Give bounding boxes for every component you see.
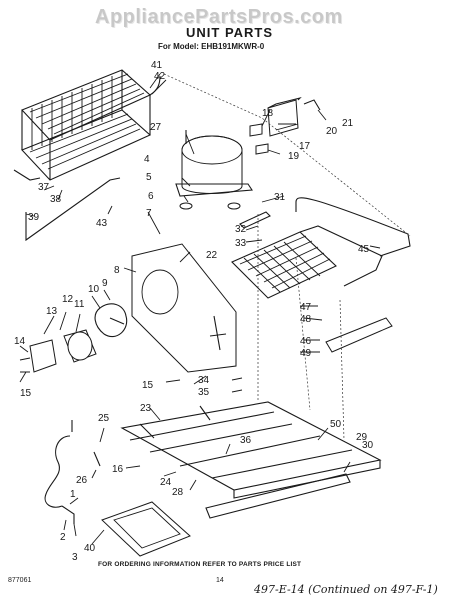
callout-41: 41 <box>151 60 163 71</box>
callout-22: 22 <box>206 250 218 261</box>
callout-29: 29 <box>356 432 368 443</box>
relay-assembly <box>249 96 321 155</box>
callout-20: 20 <box>326 126 338 137</box>
callout-23: 23 <box>140 403 152 414</box>
callout-19: 19 <box>288 151 300 162</box>
callout-16: 16 <box>112 464 124 475</box>
callout-48: 48 <box>300 314 312 325</box>
callout-4: 4 <box>144 154 150 165</box>
callout-2: 2 <box>60 532 66 543</box>
callout-45: 45 <box>358 244 370 255</box>
compressor <box>175 130 253 210</box>
mounting-bracket <box>325 317 393 353</box>
callout-21: 21 <box>342 118 354 129</box>
base-frame <box>120 401 382 519</box>
callout-14: 14 <box>14 336 26 347</box>
callout-33: 33 <box>235 238 247 249</box>
callout-49: 49 <box>300 348 312 359</box>
callout-15b: 15 <box>142 380 154 391</box>
model-line: For Model: EHB191MKWR-0 <box>158 42 265 51</box>
diagram-title: UNIT PARTS <box>186 25 274 40</box>
callout-31: 31 <box>274 192 286 203</box>
callout-43: 43 <box>96 218 108 229</box>
callout-28: 28 <box>172 487 184 498</box>
callout-26: 26 <box>76 475 88 486</box>
callout-27: 27 <box>150 122 162 133</box>
callout-9: 9 <box>102 278 108 289</box>
callout-6: 6 <box>148 191 154 202</box>
handwritten-note: 497-E-14 (Continued on 497-F-1) <box>254 583 438 596</box>
callout-labels: 41 42 27 4 5 6 7 18 17 19 20 21 31 32 33… <box>14 60 374 563</box>
callout-25: 25 <box>98 413 110 424</box>
callout-36: 36 <box>240 435 252 446</box>
leader-lines <box>19 73 381 545</box>
callout-35: 35 <box>198 387 210 398</box>
callout-47: 47 <box>300 302 312 313</box>
doc-number: 877061 <box>8 577 32 584</box>
refrigerant-lines <box>163 73 411 441</box>
callout-42: 42 <box>154 71 166 82</box>
callout-46: 46 <box>300 336 312 347</box>
wire-harness <box>44 420 101 524</box>
callout-37: 37 <box>38 182 50 193</box>
watermark: AppliancePartsPros.com <box>95 6 343 28</box>
ordering-note: FOR ORDERING INFORMATION REFER TO PARTS … <box>98 561 302 568</box>
callout-50: 50 <box>330 419 342 430</box>
callout-40: 40 <box>84 543 96 554</box>
callout-3: 3 <box>72 552 78 563</box>
callout-39: 39 <box>28 212 40 223</box>
callout-24: 24 <box>160 477 172 488</box>
page-number: 14 <box>216 577 224 584</box>
callout-30: 30 <box>362 440 374 451</box>
fan-motor <box>19 303 128 373</box>
callout-32: 32 <box>235 224 247 235</box>
callout-17: 17 <box>299 141 311 152</box>
callout-38: 38 <box>50 194 62 205</box>
callout-7: 7 <box>146 208 152 219</box>
callout-10: 10 <box>88 284 100 295</box>
callout-11: 11 <box>74 299 85 310</box>
callout-15a: 15 <box>20 388 32 399</box>
callout-1: 1 <box>70 489 76 500</box>
callout-5: 5 <box>146 172 152 183</box>
evaporator-coil <box>13 69 161 242</box>
callout-18: 18 <box>262 108 274 119</box>
fan-shroud <box>131 243 237 373</box>
drain-pan <box>101 501 191 557</box>
callout-12: 12 <box>62 294 74 305</box>
condenser-coil <box>231 197 411 299</box>
callout-13: 13 <box>46 306 58 317</box>
callout-34: 34 <box>198 375 210 386</box>
callout-8: 8 <box>114 265 120 276</box>
